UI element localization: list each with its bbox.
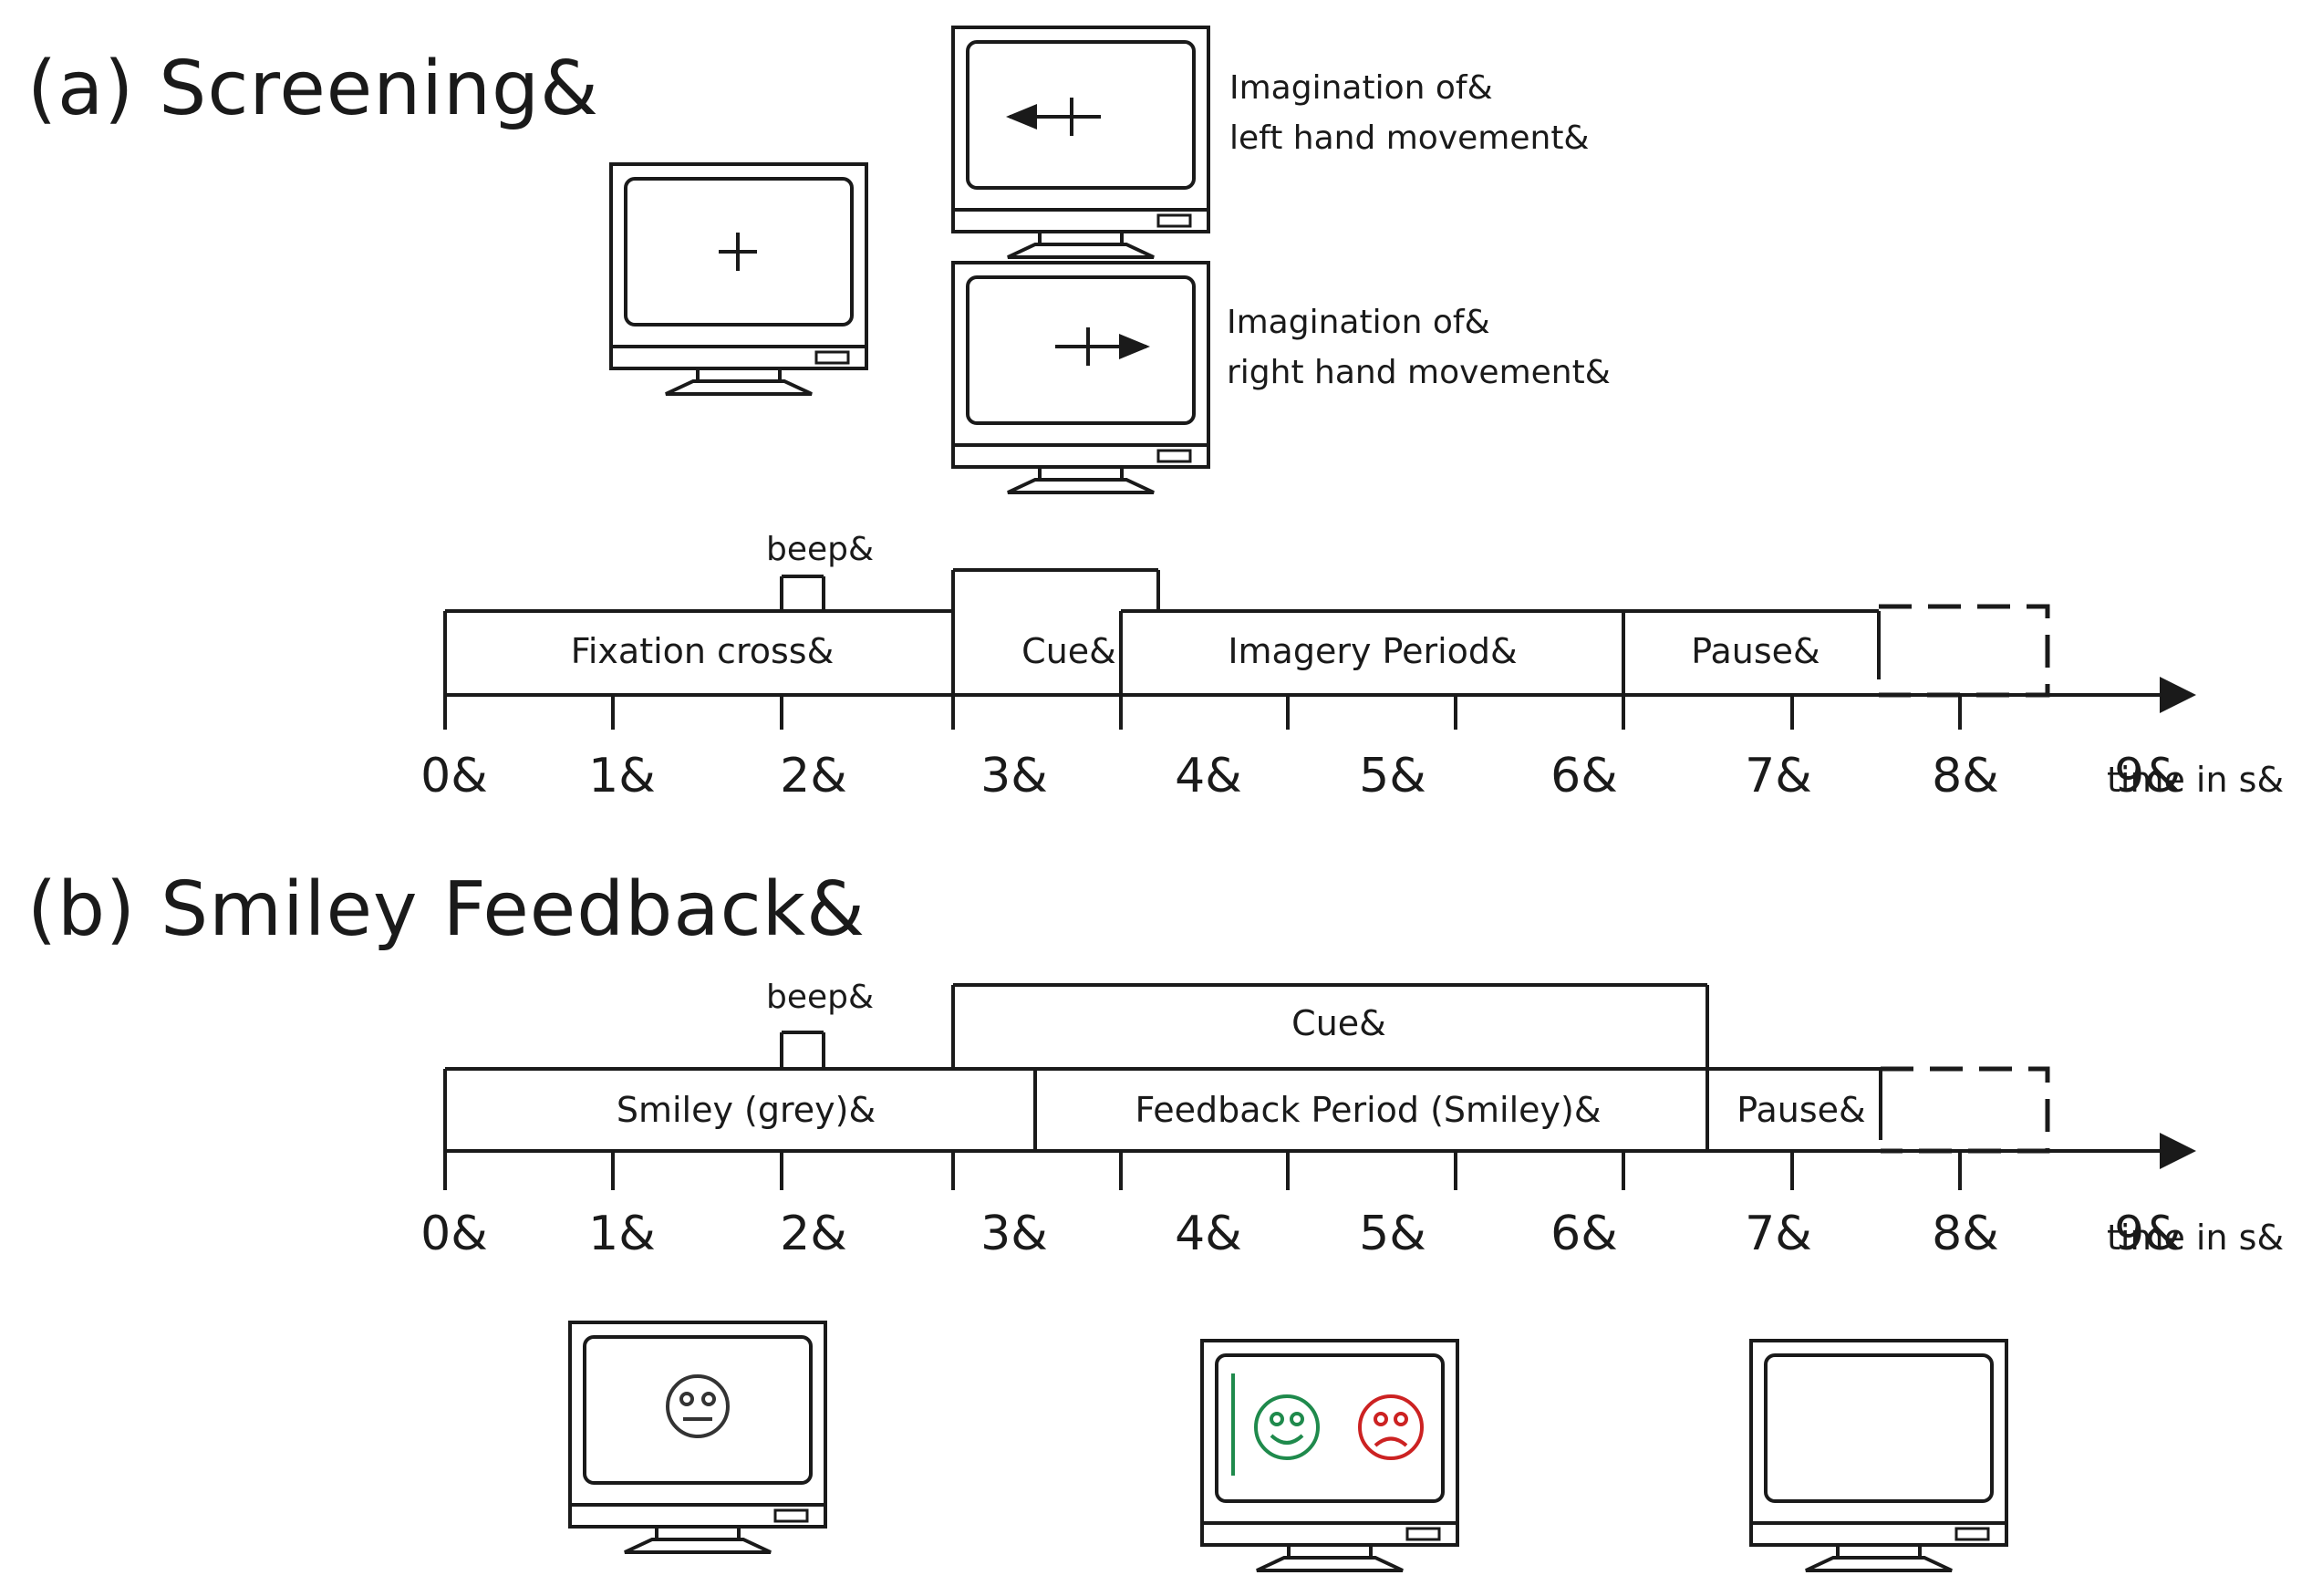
axis-unit-label-a: time in s& bbox=[2107, 760, 2284, 800]
tick-label: 3& bbox=[980, 749, 1048, 803]
axis-b-ticks bbox=[443, 1151, 1962, 1190]
sad-smiley-icon bbox=[1358, 1394, 1424, 1460]
tick-label: 1& bbox=[588, 749, 656, 803]
tick-label: 4& bbox=[1175, 1207, 1242, 1261]
pause-label-b: Pause& bbox=[1737, 1090, 1865, 1130]
tick-labels-a: 0& 1& 2& 3& 4& 5& 6& 7& 8& 9& bbox=[420, 749, 2182, 803]
feedback-label-b: Feedback Period (Smiley)& bbox=[1135, 1090, 1601, 1130]
imagery-label-a: Imagery Period& bbox=[1228, 631, 1517, 671]
cue-label-b: Cue& bbox=[1291, 1003, 1386, 1043]
monitor-cue-right bbox=[951, 261, 1210, 494]
tick-label: 5& bbox=[1359, 1207, 1426, 1261]
timeline-b bbox=[443, 983, 2196, 1169]
monitor-cue-left bbox=[951, 26, 1210, 259]
tick-label: 7& bbox=[1745, 1207, 1812, 1261]
left-arrow-icon bbox=[1006, 98, 1101, 136]
tick-label: 9& bbox=[2114, 1207, 2182, 1261]
tick-label: 6& bbox=[1550, 749, 1618, 803]
tick-label: 6& bbox=[1550, 1207, 1618, 1261]
section-a-title: (a) Screening& bbox=[27, 46, 599, 132]
axis-a-ticks bbox=[443, 695, 1962, 730]
cue-right-label-line1: Imagination of& bbox=[1227, 304, 1490, 341]
beep-label-b: beep& bbox=[766, 979, 874, 1016]
dashed-box-b bbox=[1881, 1066, 2050, 1154]
tick-label: 8& bbox=[1932, 1207, 1999, 1261]
monitor-smiley-grey bbox=[568, 1321, 827, 1554]
tick-label: 0& bbox=[420, 749, 488, 803]
cue-left-label-line1: Imagination of& bbox=[1229, 69, 1493, 107]
dashed-box-a bbox=[1879, 604, 2050, 698]
pause-label-a: Pause& bbox=[1691, 631, 1820, 671]
section-b-title: (b) Smiley Feedback& bbox=[27, 866, 866, 953]
cue-label-a: Cue& bbox=[1021, 631, 1116, 671]
beep-label-a: beep& bbox=[766, 531, 874, 568]
fixation-cross-icon bbox=[719, 233, 757, 271]
tick-label: 7& bbox=[1745, 749, 1812, 803]
happy-smiley-icon bbox=[1254, 1394, 1320, 1460]
tick-label: 8& bbox=[1932, 749, 1999, 803]
tick-label: 1& bbox=[588, 1207, 656, 1261]
tick-labels-b: 0& 1& 2& 3& 4& 5& 6& 7& 8& 9& bbox=[420, 1207, 2182, 1261]
axis-unit-label-b: time in s& bbox=[2107, 1218, 2284, 1258]
tick-label: 0& bbox=[420, 1207, 488, 1261]
fixation-label-a: Fixation cross& bbox=[571, 631, 834, 671]
timeline-a bbox=[443, 568, 2196, 713]
tick-label: 9& bbox=[2114, 749, 2182, 803]
cue-left-label-line2: left hand movement& bbox=[1229, 119, 1590, 157]
tick-label: 3& bbox=[980, 1207, 1048, 1261]
monitor-pause bbox=[1749, 1339, 2008, 1572]
tick-label: 5& bbox=[1359, 749, 1426, 803]
neutral-smiley-icon bbox=[666, 1374, 730, 1438]
right-arrow-icon bbox=[1055, 327, 1150, 366]
tick-label: 4& bbox=[1175, 749, 1242, 803]
smiley-grey-label-b: Smiley (grey)& bbox=[617, 1090, 876, 1130]
monitor-fixation bbox=[609, 162, 868, 396]
tick-label: 2& bbox=[780, 749, 847, 803]
tick-label: 2& bbox=[780, 1207, 847, 1261]
monitor-feedback bbox=[1200, 1339, 1459, 1572]
cue-right-label-line2: right hand movement& bbox=[1227, 354, 1611, 391]
